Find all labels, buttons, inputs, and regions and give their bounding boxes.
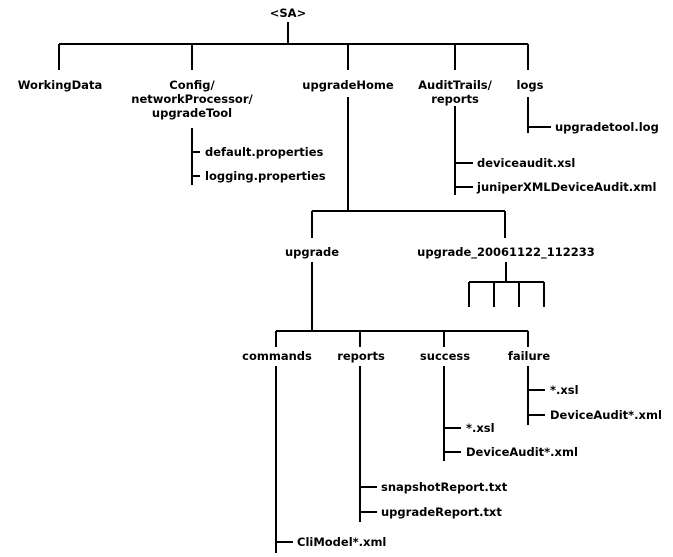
node-audit-trails-line1: AuditTrails/ <box>418 78 492 92</box>
leaf-success-device-audit-xml: DeviceAudit*.xml <box>466 445 578 459</box>
leaf-failure-device-audit-xml: DeviceAudit*.xml <box>550 408 662 422</box>
node-audit-trails-line2: reports <box>431 92 479 106</box>
leaf-upgradetool-log: upgradetool.log <box>555 120 659 134</box>
node-success: success <box>420 349 470 363</box>
leaf-logging-properties: logging.properties <box>205 169 326 183</box>
node-logs: logs <box>517 78 544 92</box>
leaf-deviceaudit-xsl: deviceaudit.xsl <box>477 156 575 170</box>
leaf-climodel-xml: CliModel*.xml <box>297 535 386 549</box>
leaf-default-properties: default.properties <box>205 145 324 159</box>
node-upgrade-home: upgradeHome <box>302 78 394 92</box>
node-working-data: WorkingData <box>18 78 102 92</box>
leaf-juniper-xml-device-audit: juniperXMLDeviceAudit.xml <box>476 180 656 194</box>
node-failure: failure <box>508 349 551 363</box>
node-root: <SA> <box>270 6 306 20</box>
leaf-failure-xsl: *.xsl <box>550 383 579 397</box>
node-reports: reports <box>337 349 385 363</box>
node-commands: commands <box>242 349 312 363</box>
leaf-snapshot-report-txt: snapshotReport.txt <box>381 480 508 494</box>
node-upgrade: upgrade <box>285 245 339 259</box>
node-config-line2: networkProcessor/ <box>131 92 253 106</box>
leaf-success-xsl: *.xsl <box>466 421 495 435</box>
node-config-line3: upgradeTool <box>152 106 232 120</box>
node-config-line1: Config/ <box>169 78 215 92</box>
node-upgrade-timestamped: upgrade_20061122_112233 <box>417 245 595 260</box>
leaf-upgrade-report-txt: upgradeReport.txt <box>381 505 502 519</box>
